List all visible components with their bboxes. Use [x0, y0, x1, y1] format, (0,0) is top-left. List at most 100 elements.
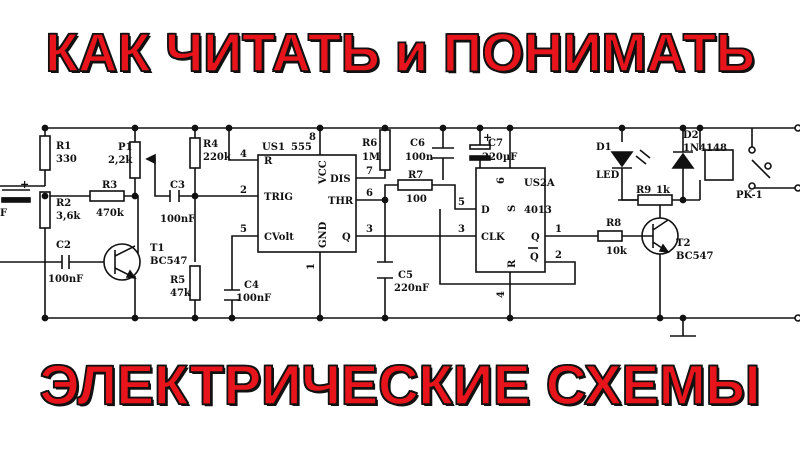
led-d1: [610, 149, 651, 169]
label-us1-type: 555: [291, 142, 312, 153]
component-labels: R1 330 R2 3,6k F C2 100nF P1 2,2k R3 470…: [0, 130, 763, 304]
label-r4-value: 220k: [203, 152, 232, 163]
resistor-r4: [189, 137, 201, 169]
label-c4-value: 100nF: [236, 293, 271, 304]
label-r5-value: 47k: [170, 288, 192, 299]
label-d1-value: LED: [596, 170, 620, 181]
label-r8-value: 10k: [606, 246, 628, 257]
label-us2-type: 4013: [524, 205, 552, 216]
diode-d2: [671, 151, 695, 169]
label-t2-value: BC547: [676, 251, 714, 262]
label-c2-value: 100nF: [48, 274, 83, 285]
terminal-connectors: [794, 124, 800, 322]
potentiometer-p1: [129, 141, 141, 179]
label-r2-ref: R2: [56, 198, 71, 209]
label-p1-ref: P1: [118, 142, 132, 153]
resistor-r1: [39, 135, 51, 171]
label-r7-ref: R7: [408, 170, 423, 181]
label-c4-ref: C4: [244, 280, 259, 291]
label-c6-value: 100n: [405, 152, 434, 163]
resistor-symbols: [39, 129, 734, 301]
label-r4-ref: R4: [203, 139, 218, 150]
resistor-r9: [637, 194, 673, 206]
pin-us2-clk: CLK: [481, 232, 505, 243]
label-r5-ref: R5: [170, 275, 185, 286]
resistor-r3: [89, 190, 125, 202]
pin-us1-q: Q: [342, 232, 351, 243]
pin-us1-gnd: GND: [318, 221, 329, 248]
transistor-t1: [103, 243, 141, 281]
label-r6-value: 1M: [362, 152, 380, 163]
relay-coil: [704, 149, 734, 181]
label-r1-value: 330: [56, 154, 77, 165]
pin-us2-d: D: [481, 205, 490, 216]
wiper-arrow-icon: [145, 153, 156, 165]
pinnum-us2-2: 2: [555, 250, 562, 261]
label-t2-ref: T2: [676, 238, 690, 249]
relay-contacts: [748, 146, 772, 190]
pin-us2-r: R: [507, 259, 518, 268]
resistor-r7: [397, 179, 433, 191]
pin-us2-qbar: Q: [530, 252, 539, 263]
resistor-r8: [597, 230, 623, 242]
svg-text:+: +: [20, 178, 29, 191]
label-c6-ref: C6: [410, 138, 425, 149]
pinnum-us2-5: 5: [458, 197, 465, 208]
pinnum-us1-4: 4: [240, 149, 247, 160]
pinnum-us1-6: 6: [366, 188, 373, 199]
label-r1-ref: R1: [56, 141, 71, 152]
label-r9-value: 1k: [656, 185, 671, 196]
label-us1-ref: US1: [262, 142, 285, 153]
junction-dots: [41, 124, 704, 322]
label-d2-ref: D2: [683, 130, 699, 141]
pinnum-us1-2: 2: [240, 185, 247, 196]
pin-us1-dis: DIS: [330, 174, 351, 185]
label-d2-value: 1N4148: [683, 143, 727, 154]
pinnum-us1-8: 8: [309, 132, 316, 143]
label-r6-ref: R6: [362, 138, 377, 149]
resistor-r6: [379, 129, 391, 171]
pinnum-us1-3: 3: [366, 224, 373, 235]
label-rk1-ref: PK-1: [736, 190, 763, 201]
title-bottom: ЭЛЕКТРИЧЕСКИЕ СХЕМЫ: [39, 352, 761, 417]
pinnum-us1-5: 5: [240, 224, 247, 235]
transistor-t2: [640, 217, 679, 255]
label-c7-value: 220µF: [482, 152, 517, 163]
pin-us1-cvolt: CVolt: [264, 232, 294, 243]
label-c3-ref: C3: [170, 180, 185, 191]
label-p1-value: 2,2k: [108, 155, 133, 166]
label-t1-value: BC547: [150, 256, 188, 267]
label-c1-value: F: [0, 208, 7, 219]
label-c3-value: 100nF: [160, 214, 195, 225]
ic-us1-555: [257, 154, 357, 253]
label-c5-ref: C5: [398, 270, 413, 281]
label-t1-ref: T1: [150, 243, 164, 254]
label-c7-ref: C7: [488, 138, 503, 149]
pinnum-us1-1: 1: [306, 263, 317, 270]
pin-us2-s: S: [507, 205, 518, 212]
pinnum-us2-3: 3: [458, 224, 465, 235]
label-r3-value: 470k: [96, 208, 125, 219]
label-r2-value: 3,6k: [56, 211, 81, 222]
label-r7-value: 100: [406, 194, 427, 205]
capacitor-symbols: + +: [1, 131, 492, 301]
resistor-r2: [39, 191, 51, 229]
label-r9-ref: R9: [636, 185, 651, 196]
pin-us2-q: Q: [531, 232, 540, 243]
resistor-r5: [189, 265, 201, 301]
pin-us1-vcc: VCC: [318, 160, 329, 185]
pin-us1-thr: THR: [328, 196, 354, 207]
pin-us1-r: R: [264, 156, 273, 167]
label-r8-ref: R8: [606, 218, 621, 229]
pinnum-us2-6: 6: [496, 177, 507, 184]
label-r3-ref: R3: [102, 180, 117, 191]
svg-text:+: +: [483, 131, 492, 144]
label-c5-value: 220nF: [394, 283, 429, 294]
pinnum-us2-4: 4: [496, 291, 507, 298]
ic-us2a-4013: [475, 167, 546, 273]
title-top: КАК ЧИТАТЬ и ПОНИМАТЬ: [45, 22, 756, 84]
label-us2-ref: US2A: [524, 178, 555, 189]
label-c2-ref: C2: [56, 240, 71, 251]
pinnum-us1-7: 7: [366, 166, 373, 177]
